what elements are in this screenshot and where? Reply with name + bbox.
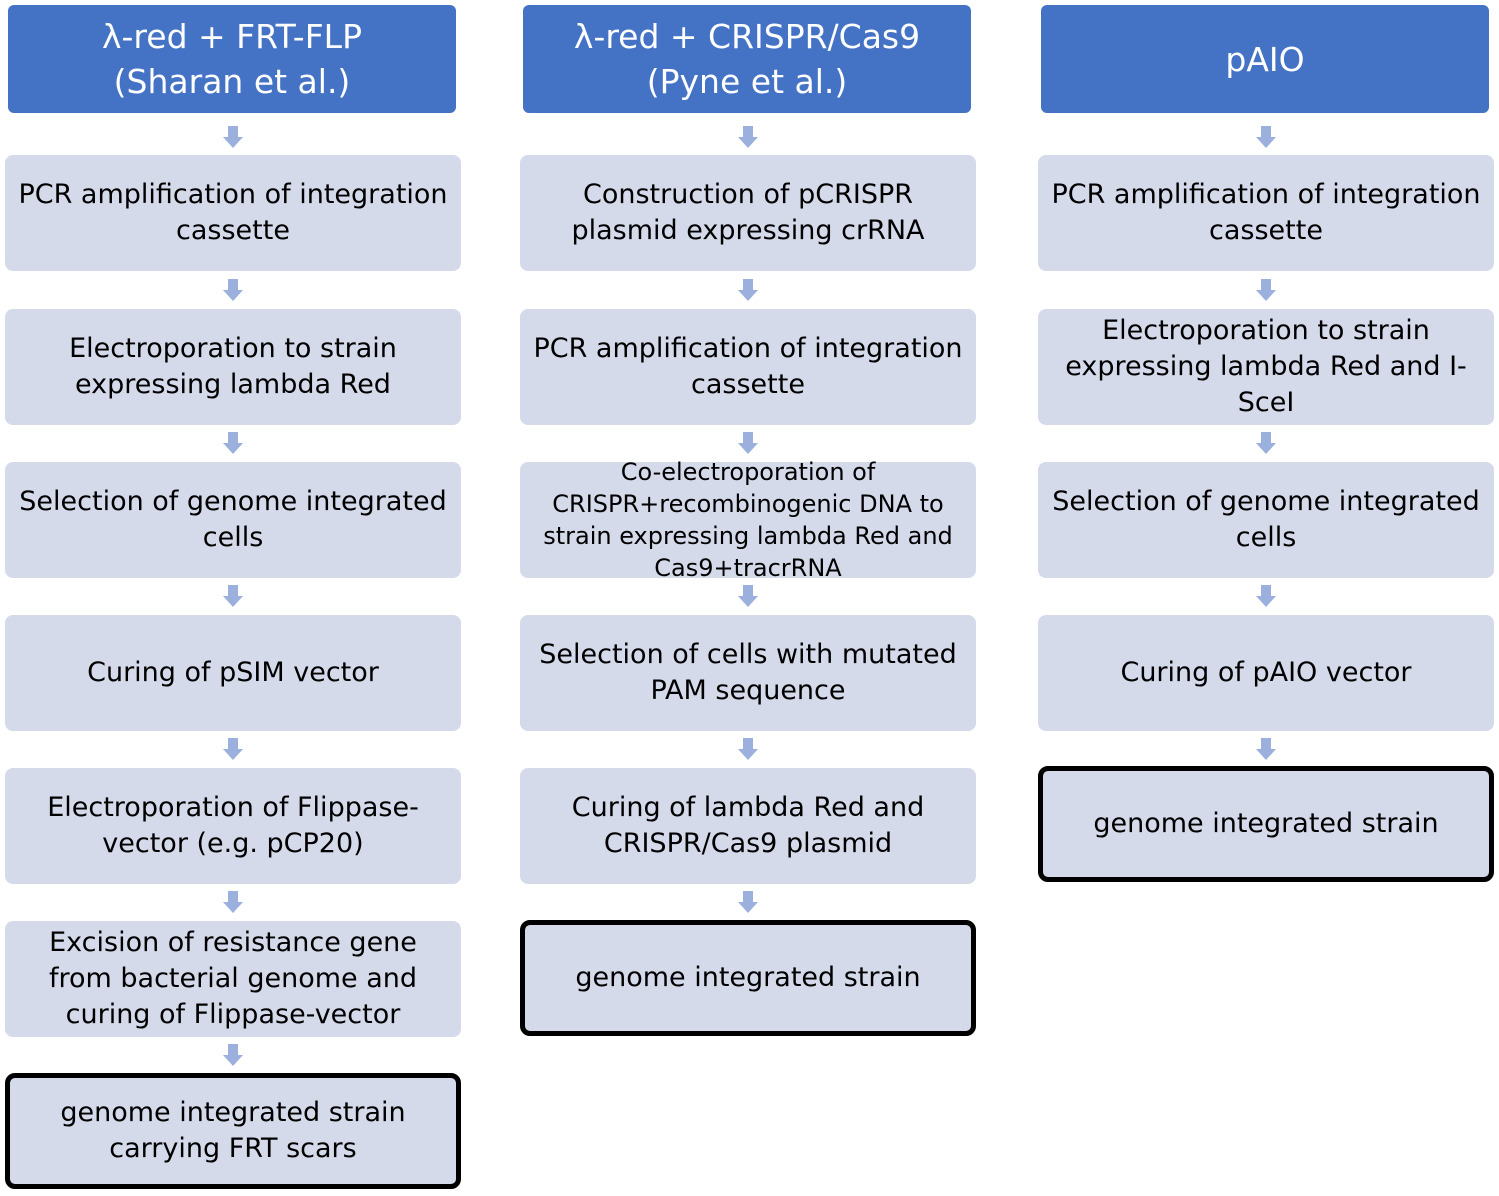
- step-curing-plasmids: Curing of lambda Red and CRISPR/Cas9 pla…: [520, 768, 976, 884]
- step-pcr-amplification: PCR amplification of integration cassett…: [1038, 155, 1494, 271]
- step-excision: Excision of resistance gene from bacteri…: [5, 921, 461, 1037]
- step-selection-pam: Selection of cells with mutated PAM sequ…: [520, 615, 976, 731]
- step-electroporation: Electroporation to strain expressing lam…: [1038, 309, 1494, 425]
- column-header: λ-red + CRISPR/Cas9 (Pyne et al.): [523, 5, 971, 113]
- down-arrow-icon: [1256, 432, 1276, 454]
- workflow-column-paio: pAIO PCR amplification of integration ca…: [1038, 0, 1494, 1196]
- step-selection: Selection of genome integrated cells: [5, 462, 461, 578]
- step-co-electroporation: Co-electroporation of CRISPR+recombinoge…: [520, 458, 976, 582]
- step-curing-psim: Curing of pSIM vector: [5, 615, 461, 731]
- down-arrow-icon: [223, 738, 243, 760]
- down-arrow-icon: [1256, 126, 1276, 148]
- step-pcr-amplification: PCR amplification of integration cassett…: [520, 309, 976, 425]
- step-electroporation: Electroporation to strain expressing lam…: [5, 309, 461, 425]
- column-header: pAIO: [1041, 5, 1489, 113]
- down-arrow-icon: [738, 585, 758, 607]
- result-genome-integrated-strain: genome integrated strain: [520, 920, 976, 1036]
- down-arrow-icon: [223, 585, 243, 607]
- result-genome-integrated-strain: genome integrated strain: [1038, 766, 1494, 882]
- result-genome-integrated-strain: genome integrated strain carrying FRT sc…: [5, 1073, 461, 1189]
- down-arrow-icon: [223, 126, 243, 148]
- step-curing-paio: Curing of pAIO vector: [1038, 615, 1494, 731]
- down-arrow-icon: [738, 279, 758, 301]
- down-arrow-icon: [738, 891, 758, 913]
- step-construct-pcrispr: Construction of pCRISPR plasmid expressi…: [520, 155, 976, 271]
- step-selection: Selection of genome integrated cells: [1038, 462, 1494, 578]
- down-arrow-icon: [738, 738, 758, 760]
- workflow-column-crispr-cas9: λ-red + CRISPR/Cas9 (Pyne et al.) Constr…: [520, 0, 976, 1196]
- down-arrow-icon: [223, 891, 243, 913]
- down-arrow-icon: [223, 279, 243, 301]
- down-arrow-icon: [738, 432, 758, 454]
- down-arrow-icon: [1256, 279, 1276, 301]
- step-electroporation-flippase: Electroporation of Flippase-vector (e.g.…: [5, 768, 461, 884]
- column-header: λ-red + FRT-FLP (Sharan et al.): [8, 5, 456, 113]
- down-arrow-icon: [223, 1044, 243, 1066]
- workflow-column-frt-flp: λ-red + FRT-FLP (Sharan et al.) PCR ampl…: [5, 0, 461, 1196]
- step-pcr-amplification: PCR amplification of integration cassett…: [5, 155, 461, 271]
- down-arrow-icon: [223, 432, 243, 454]
- down-arrow-icon: [738, 126, 758, 148]
- down-arrow-icon: [1256, 738, 1276, 760]
- down-arrow-icon: [1256, 585, 1276, 607]
